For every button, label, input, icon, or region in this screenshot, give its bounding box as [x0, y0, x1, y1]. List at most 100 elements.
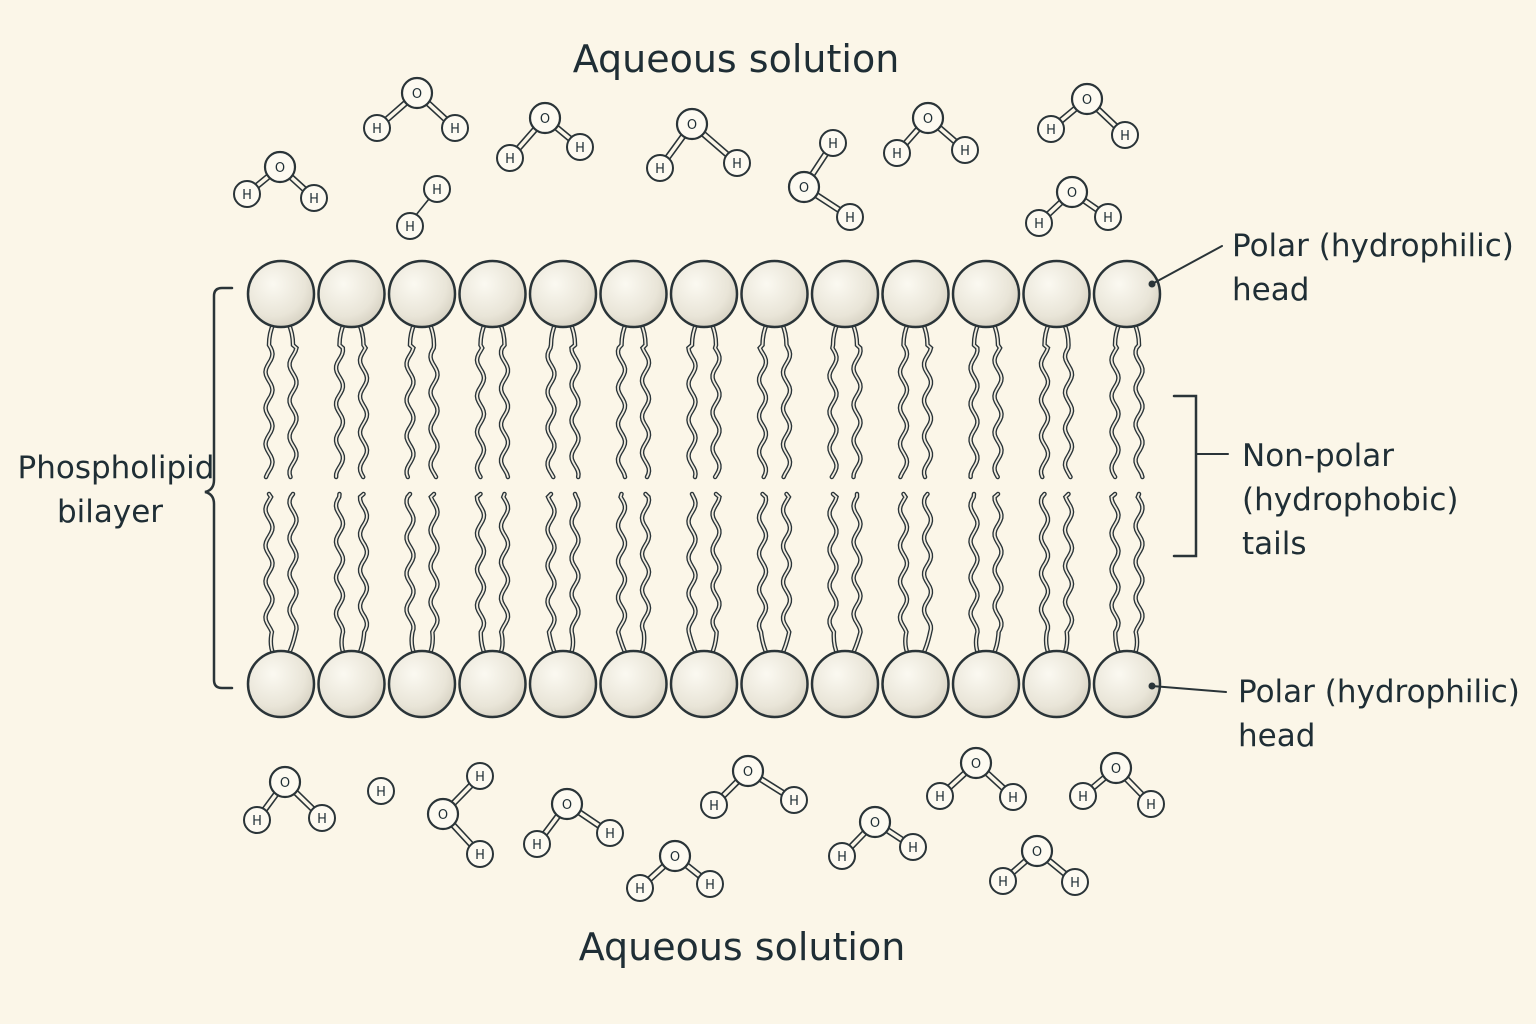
hydrogen-atom-label: H — [376, 785, 386, 800]
oxygen-atom-label: O — [1082, 93, 1092, 108]
bond-line — [519, 130, 538, 151]
oxygen-atom-label: O — [971, 757, 981, 772]
lower-tail-core — [969, 493, 980, 656]
heads-layer — [246, 259, 1162, 719]
hydrogen-atom-label: H — [605, 827, 615, 842]
phospholipid-head-top — [810, 259, 880, 329]
bond-line — [1010, 858, 1025, 872]
head-bottom-leader-line — [1151, 685, 1227, 693]
bond-line — [1049, 203, 1064, 217]
lower-tail-core — [639, 493, 650, 656]
upper-tail-core — [851, 322, 862, 478]
hydrogen-atom-label: H — [405, 220, 415, 235]
phospholipid-head-bottom — [881, 649, 950, 719]
bond-line — [950, 774, 968, 790]
hydrogen-atom-label: H — [709, 799, 719, 814]
oxygen-atom — [911, 101, 945, 135]
hydrogen-atom — [496, 144, 524, 172]
upper-tail-core — [357, 322, 368, 478]
bond-line — [885, 831, 902, 843]
hydrogen-atom — [466, 840, 494, 868]
bond-line — [809, 152, 825, 174]
bond-line — [266, 795, 279, 812]
upper-tail-core — [899, 322, 910, 478]
bond-line — [384, 100, 405, 119]
hydrogen-atom-label: H — [892, 147, 902, 162]
bond-line — [454, 786, 474, 806]
upper-tail-core — [780, 322, 791, 478]
upper-tail-core — [405, 322, 416, 478]
oxygen-atom-label: O — [870, 816, 880, 831]
oxygen-atom — [263, 150, 297, 184]
lower-tail-core — [405, 493, 416, 656]
bond-line — [254, 173, 268, 185]
oxygen-atom — [528, 101, 562, 135]
lower-tail-core — [1133, 493, 1144, 656]
tails-label-line3: tails — [1242, 526, 1307, 562]
bond-line — [761, 776, 785, 792]
bond-line — [937, 129, 955, 144]
bond-line — [258, 177, 271, 189]
bond-line — [814, 196, 839, 213]
oxygen-atom — [550, 787, 584, 821]
upper-tail-core — [617, 322, 628, 478]
hydrogen-atom-label: H — [837, 850, 847, 865]
phospholipid-head-bottom — [951, 649, 1021, 719]
oxygen-atom — [426, 797, 460, 831]
bond-line — [852, 833, 867, 849]
hydrogen-atom-label: H — [317, 812, 327, 827]
bond-line — [387, 104, 408, 122]
hydrogen-atom — [696, 870, 724, 898]
hydrogen-atom-label: H — [845, 211, 855, 226]
hydrogen-atom — [700, 791, 728, 819]
phospholipid-head-bottom — [246, 649, 316, 719]
hydrogen-atom — [883, 139, 911, 167]
bond-line — [1046, 861, 1064, 877]
bond-line — [454, 822, 474, 844]
bond-line — [546, 817, 561, 836]
phospholipid-head-top — [951, 259, 1021, 329]
oxygen-atom — [731, 754, 765, 788]
hydrogen-atom — [828, 842, 856, 870]
lower-tail-core — [828, 493, 839, 656]
water-molecule: OHH — [1069, 751, 1165, 818]
bond-line — [296, 790, 315, 808]
phospholipid-head-top — [458, 259, 527, 329]
bond-line — [988, 770, 1006, 787]
upper-tail-core — [264, 322, 275, 478]
phospholipid-head-top — [387, 259, 457, 329]
hydrogen-atom — [1137, 790, 1165, 818]
upper-tail-core — [546, 322, 557, 478]
bilayer-brace — [204, 286, 234, 690]
oxygen-atom-label: O — [438, 808, 448, 823]
lower-tail-core — [498, 493, 509, 656]
bond-line — [1062, 109, 1078, 124]
bond-line — [647, 863, 663, 878]
oxygen-atom — [400, 76, 434, 110]
hydrogen-atom-label: H — [450, 122, 460, 137]
upper-tail-core — [1062, 322, 1073, 478]
oxygen-atom — [1055, 175, 1089, 209]
upper-tail-core — [335, 322, 346, 478]
oxygen-atom-label: O — [1032, 845, 1042, 860]
head-top-label-line2: head — [1232, 272, 1309, 308]
upper-tail-core — [992, 322, 1003, 478]
hydrogen-atom — [523, 830, 551, 858]
upper-tail-core — [498, 322, 509, 478]
hydrogen-atom-label: H — [475, 848, 485, 863]
hydrogen-atom-label: H — [505, 152, 515, 167]
hydrogen-atom — [1037, 115, 1065, 143]
lower-tail-core — [687, 493, 698, 656]
upper-tail-core — [1040, 322, 1051, 478]
upper-tail-core — [639, 322, 650, 478]
hydrogen-atom — [1061, 868, 1089, 896]
hydrogen-atom — [596, 819, 624, 847]
hydrogen-atom-label: H — [575, 141, 585, 156]
bond-line — [580, 809, 602, 825]
bond-line — [888, 827, 904, 839]
